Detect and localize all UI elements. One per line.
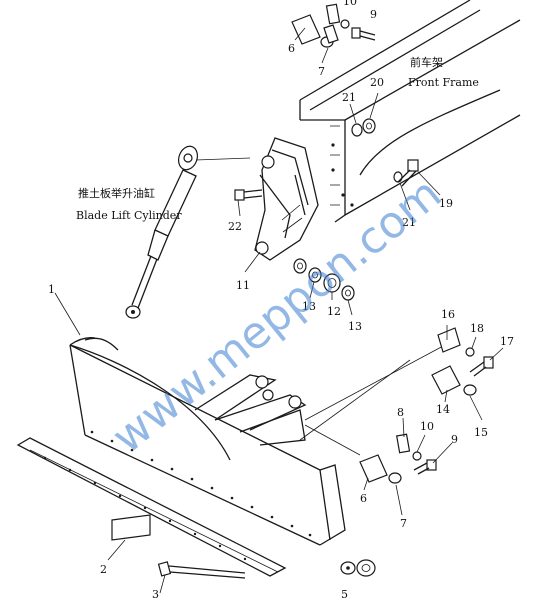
callout-5: 5 — [341, 588, 348, 599]
callout-labels: 1 2 3 5 6 6 7 7 8 9 9 10 10 11 12 13 13 … — [48, 0, 514, 601]
mounting-bracket — [254, 137, 319, 261]
callout-6-upper: 6 — [288, 42, 295, 55]
blade-lift-cylinder — [125, 145, 251, 319]
nut-washer-5 — [340, 559, 376, 577]
bushings-12-13 — [293, 258, 355, 301]
callout-16: 16 — [441, 308, 455, 321]
callout-22: 22 — [228, 220, 242, 233]
callout-21-upper: 21 — [342, 91, 356, 104]
front-frame-en-caption: Front Frame — [408, 76, 479, 89]
cutting-edge — [16, 437, 287, 577]
callout-7-upper: 7 — [318, 65, 325, 78]
cylinder-cn-caption: 推土板举升油缸 — [78, 186, 155, 200]
callout-14: 14 — [436, 403, 450, 416]
callout-1: 1 — [48, 283, 55, 296]
callout-3: 3 — [152, 588, 159, 599]
callout-9-lower: 9 — [451, 433, 458, 446]
callout-7-lower: 7 — [400, 517, 407, 530]
washer-nut-20-21 — [351, 118, 376, 137]
bolt-19 — [393, 159, 419, 187]
callout-13-a: 13 — [302, 300, 316, 313]
callout-17: 17 — [500, 335, 514, 348]
callout-2: 2 — [100, 563, 107, 576]
bolt-3 — [157, 561, 246, 579]
leader-lines — [54, 27, 504, 594]
callout-10-lower: 10 — [420, 420, 434, 433]
bolt-22 — [234, 189, 263, 201]
callout-6-lower: 6 — [360, 492, 367, 505]
right-pin-group — [431, 327, 494, 396]
callout-11: 11 — [236, 279, 250, 292]
callout-20: 20 — [370, 76, 384, 89]
callout-12: 12 — [327, 305, 341, 318]
upper-pin-group — [291, 3, 376, 48]
cylinder-en-caption: Blade Lift Cylinder — [76, 209, 182, 222]
callout-19: 19 — [439, 197, 453, 210]
front-frame — [299, 0, 521, 223]
callout-21-lower: 21 — [402, 216, 416, 229]
push-arms — [194, 344, 446, 456]
callout-13-b: 13 — [348, 320, 362, 333]
callout-18: 18 — [470, 322, 484, 335]
lower-pin-group — [359, 433, 437, 484]
callout-15: 15 — [474, 426, 488, 439]
callout-9-upper: 9 — [370, 8, 377, 21]
callout-10-upper: 10 — [343, 0, 357, 8]
dozer-blade — [69, 337, 346, 546]
front-frame-cn-caption: 前车架 — [410, 55, 443, 69]
callout-8: 8 — [397, 406, 404, 419]
